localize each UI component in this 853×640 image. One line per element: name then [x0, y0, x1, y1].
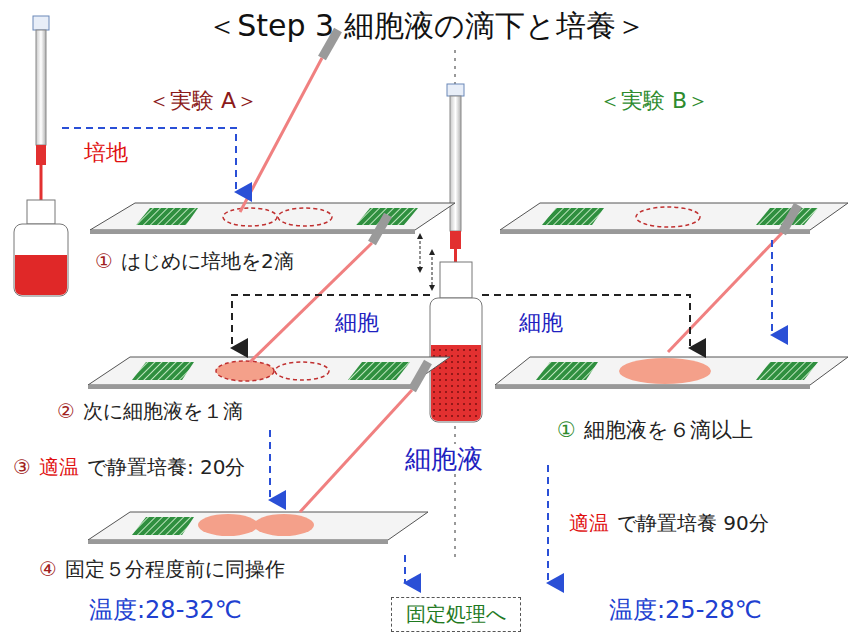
- slide: [88, 512, 428, 544]
- label-row: 温度:25-28℃: [608, 594, 763, 626]
- label-row: ①細胞液を６滴以上: [556, 416, 754, 444]
- label-row: ③適温で静置培養: 20分: [12, 454, 246, 481]
- label: はじめに培地を2滴: [120, 249, 295, 273]
- label: 温度:28-32℃: [88, 596, 243, 624]
- label: 温度:25-28℃: [608, 596, 763, 624]
- cell-pipette: [430, 84, 482, 422]
- label-row: ④固定５分程度前に同操作: [38, 556, 286, 583]
- label-row: ＜実験 B＞: [598, 86, 710, 116]
- slide: [88, 357, 450, 389]
- box-text: 固定処理へ: [406, 602, 506, 626]
- label-row: ＜実験 A＞: [147, 86, 259, 116]
- label-row: 細胞: [334, 308, 380, 338]
- label-row: ①はじめに培地を2滴: [94, 248, 295, 275]
- label-row: 細胞液: [404, 442, 484, 477]
- flow-arrow: [62, 128, 772, 583]
- slide: [495, 357, 848, 389]
- label: ①: [556, 418, 577, 442]
- label-row: 適温で静置培養 90分: [568, 510, 770, 537]
- label: で静置培養: 20分: [86, 455, 247, 479]
- label-row: 細胞: [518, 308, 564, 338]
- label: 次に細胞液を１滴: [82, 399, 244, 423]
- label-row: ②次に細胞液を１滴: [56, 398, 244, 425]
- label: 細胞: [334, 310, 380, 335]
- label: 細胞液: [404, 444, 484, 474]
- label: ②: [56, 399, 76, 423]
- slide: [90, 203, 455, 234]
- label: 細胞: [518, 310, 564, 335]
- label: ＜実験 B＞: [598, 88, 710, 113]
- label-row: 温度:28-32℃: [88, 594, 243, 626]
- slide: [500, 203, 848, 234]
- label: ③: [12, 455, 32, 479]
- label: ④: [38, 557, 58, 581]
- label: 細胞液を６滴以上: [583, 418, 754, 442]
- medium-pipette: [14, 16, 68, 296]
- step-box: 固定処理へ: [391, 597, 521, 632]
- label: 適温: [38, 455, 80, 479]
- label: ＜実験 A＞: [147, 88, 259, 113]
- label: 適温: [568, 511, 610, 535]
- dropper: [240, 30, 798, 512]
- title: ＜Step 3 細胞液の滴下と培養＞: [0, 6, 853, 47]
- label-row: 培地: [83, 138, 129, 168]
- label: ①: [94, 249, 114, 273]
- label: 固定５分程度前に同操作: [64, 557, 286, 581]
- label: 培地: [83, 140, 129, 165]
- label: で静置培養 90分: [616, 511, 770, 535]
